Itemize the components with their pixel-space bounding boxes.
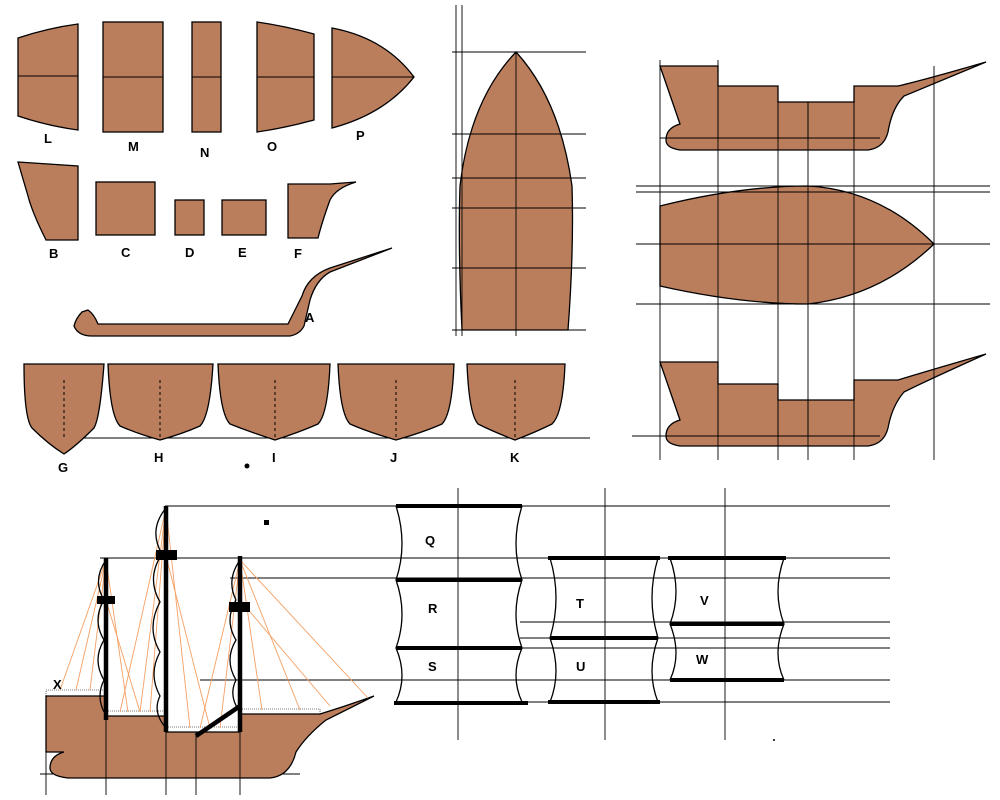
piece-c: [95, 181, 156, 236]
label-o: O: [267, 139, 277, 154]
stray-square: [264, 520, 269, 525]
label-h: H: [154, 450, 163, 465]
label-i: I: [272, 450, 276, 465]
sail-grid-lines: [457, 488, 726, 740]
hull-side-view-1: [659, 61, 987, 151]
cross-sections: [23, 363, 566, 455]
section-j: [337, 363, 455, 441]
label-e: E: [238, 245, 247, 260]
hull-top-view: [636, 185, 990, 305]
deck-pieces-top-row: [17, 21, 415, 133]
label-t: T: [576, 596, 584, 611]
piece-b: [17, 161, 79, 241]
sail-set-tu: [548, 556, 660, 704]
sail-set-qrs: [394, 504, 528, 705]
piece-p: [331, 27, 415, 129]
label-u: U: [576, 659, 585, 674]
right-views-grid: [659, 60, 935, 460]
label-s: S: [428, 659, 437, 674]
label-l: L: [44, 131, 52, 146]
section-k: [466, 363, 566, 441]
rigging: [59, 507, 369, 729]
sail-set-vw: [668, 556, 786, 682]
section-h: [107, 363, 214, 441]
label-a: A: [305, 310, 315, 325]
stray-dot-2: [773, 739, 775, 741]
label-q: Q: [425, 533, 435, 548]
label-k: K: [510, 450, 520, 465]
stray-dot: [244, 463, 250, 469]
label-v: V: [700, 593, 709, 608]
keel-piece-a: [73, 247, 393, 337]
label-p: P: [356, 128, 365, 143]
deck-top-view: [452, 5, 586, 336]
label-n: N: [200, 145, 209, 160]
section-i: [217, 363, 331, 441]
ship-assembled: [40, 505, 890, 795]
piece-e: [221, 199, 267, 236]
label-d: D: [185, 245, 194, 260]
main-top: [156, 550, 177, 560]
piece-d: [174, 199, 205, 236]
label-w: W: [696, 652, 709, 667]
hull-side-view-2: [632, 353, 987, 447]
label-f: F: [294, 246, 302, 261]
mizzen-top: [229, 602, 250, 612]
deck-pieces-second-row: [17, 161, 357, 241]
label-c: C: [121, 245, 131, 260]
fore-top: [97, 596, 115, 604]
piece-f: [287, 181, 357, 239]
piece-l: [17, 23, 79, 131]
label-r: R: [428, 601, 438, 616]
label-j: J: [390, 450, 397, 465]
label-x: X: [53, 677, 62, 692]
label-g: G: [58, 460, 68, 475]
label-m: M: [128, 139, 139, 154]
label-b: B: [49, 246, 58, 261]
section-g: [23, 363, 105, 455]
